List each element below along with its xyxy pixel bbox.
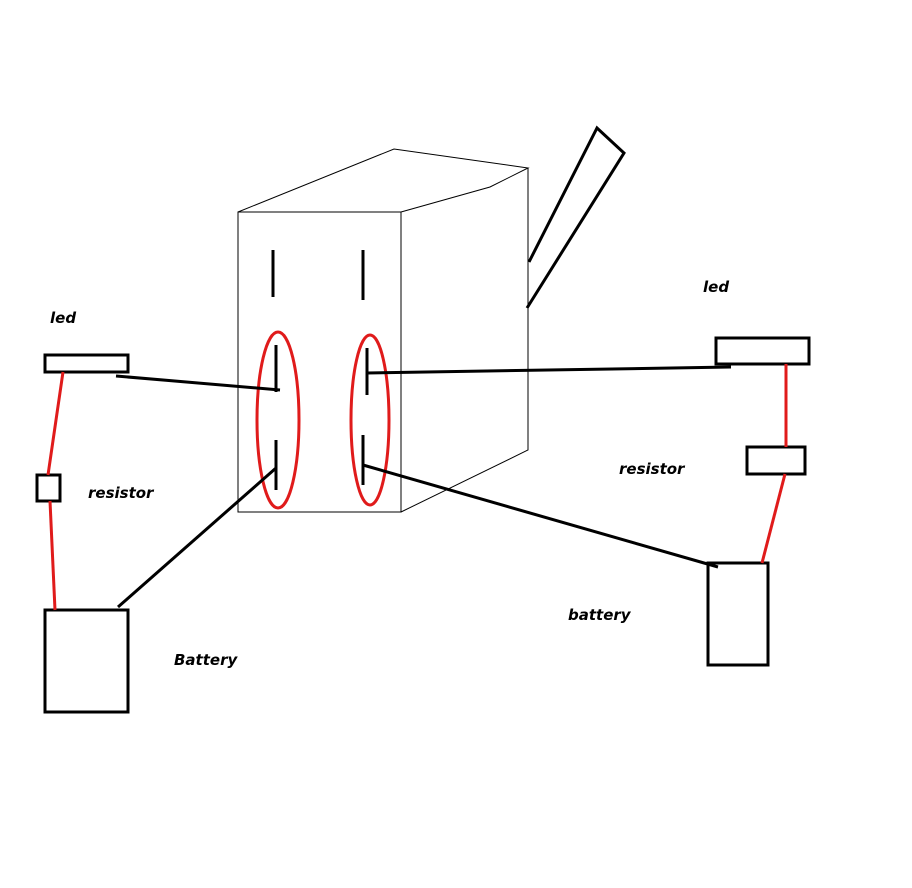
left-battery: [43, 608, 130, 714]
switch-top-face: [237, 148, 530, 213]
left-led-label: led: [50, 309, 76, 327]
right-black-wire-switch-led: [366, 365, 732, 375]
switch-lever: [525, 125, 626, 309]
switch-terminals: [271, 250, 369, 490]
left-red-wire-resistor-battery: [48, 500, 57, 611]
switch-front-face: [237, 211, 402, 513]
right-battery: [706, 561, 770, 667]
left-resistor: [35, 473, 62, 503]
right-red-wire-resistor-battery: [760, 473, 787, 564]
right-led: [714, 336, 811, 366]
left-red-wire-led-resistor: [46, 371, 65, 476]
right-led-label: led: [703, 278, 729, 296]
switch-side-face: [400, 168, 529, 513]
left-led: [43, 353, 130, 374]
left-battery-label: Battery: [174, 651, 238, 669]
right-battery-label: battery: [568, 606, 632, 624]
left-black-wire-switch-battery: [117, 466, 277, 609]
toggle-switch: [237, 148, 530, 513]
left-resistor-label: resistor: [88, 484, 155, 502]
right-resistor-label: resistor: [619, 460, 686, 478]
right-black-wire-switch-battery: [362, 463, 719, 569]
left-black-wire-led-switch: [115, 374, 281, 392]
right-resistor: [745, 445, 807, 476]
highlight-left-terminals: [255, 330, 301, 510]
highlight-right-terminals: [349, 333, 391, 507]
